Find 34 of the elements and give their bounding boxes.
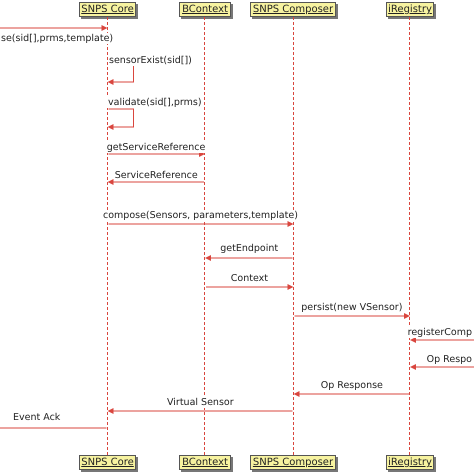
message-label: Event Ack xyxy=(12,412,62,423)
message-arrow xyxy=(294,313,410,319)
lifeline-head: iRegistry xyxy=(386,455,434,470)
message-label: ServiceReference xyxy=(114,170,199,181)
message-arrow xyxy=(108,179,204,185)
message-label: compose(Sensors, parameters,template) xyxy=(102,210,299,221)
message-arrow xyxy=(410,364,474,370)
lifeline-head: iRegistry xyxy=(386,2,434,17)
message-label: getEndpoint xyxy=(219,243,280,254)
lifeline-head: SNPS Composer xyxy=(250,455,336,470)
message-arrow xyxy=(108,151,205,157)
message-arrow xyxy=(205,255,293,261)
message-label: Context xyxy=(230,273,269,284)
message-label: Virtual Sensor xyxy=(166,397,235,408)
message-arrow xyxy=(0,25,108,31)
message-label: registerComp xyxy=(406,327,473,338)
lifeline-head: SNPS Core xyxy=(79,455,136,470)
self-message-arrow xyxy=(108,108,134,130)
message-label: persist(new VSensor) xyxy=(300,302,404,313)
message-arrow xyxy=(206,284,294,290)
message-label: Op Response xyxy=(320,380,384,391)
lifeline-head: SNPS Core xyxy=(79,2,136,17)
message-label: sensorExist(sid[]) xyxy=(108,55,193,66)
message-label: validate(sid[],prms) xyxy=(107,97,203,108)
message-label: Op Respo xyxy=(426,354,473,365)
message-label: getServiceReference xyxy=(106,142,206,153)
message-label: se(sid[],prms,template) xyxy=(0,33,114,44)
lifeline-head: BContext xyxy=(179,455,231,470)
message-arrow xyxy=(294,391,410,397)
lifeline-head: SNPS Composer xyxy=(250,2,336,17)
message-arrow xyxy=(108,221,294,227)
message-arrow xyxy=(108,408,293,414)
message-arrow xyxy=(410,337,474,343)
lifeline-head: BContext xyxy=(179,2,231,17)
